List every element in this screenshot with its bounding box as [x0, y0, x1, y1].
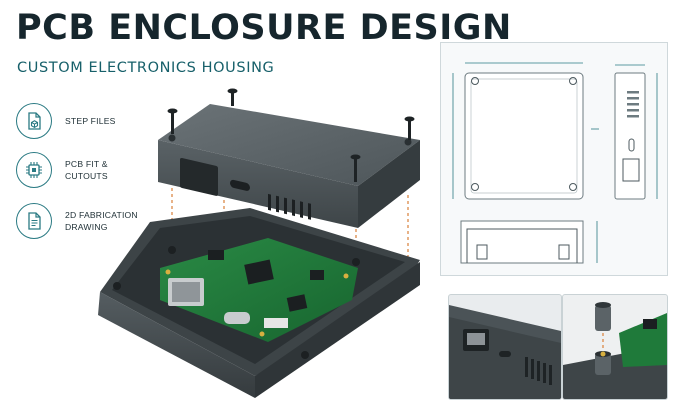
enclosure-lid	[158, 104, 420, 228]
feature-label: STEP FILES	[65, 116, 116, 126]
feature-label: 2D FABRICATION	[65, 210, 138, 220]
feature-label: PCB FIT &	[65, 159, 108, 169]
page-title: PCB ENCLOSURE DESIGN	[16, 8, 512, 48]
technical-drawing	[452, 62, 658, 264]
feature-label: CUTOUTS	[65, 171, 108, 181]
screws	[167, 88, 415, 182]
pcb-board	[160, 238, 358, 342]
pcb-chip-icon	[16, 152, 52, 188]
feature-label: DRAWING	[65, 222, 108, 232]
standoff-detail-inset	[562, 294, 668, 400]
document-icon	[16, 203, 52, 239]
step-file-icon	[16, 103, 52, 139]
ports-detail-inset	[448, 294, 562, 400]
page-subtitle: CUSTOM ELECTRONICS HOUSING	[17, 60, 275, 76]
technical-drawing-panel	[440, 42, 668, 276]
feature-2d-drawing: 2D FABRICATION DRAWING	[16, 203, 138, 239]
feature-step-files: STEP FILES	[16, 103, 116, 139]
feature-pcb-fit: PCB FIT & CUTOUTS	[16, 152, 108, 188]
